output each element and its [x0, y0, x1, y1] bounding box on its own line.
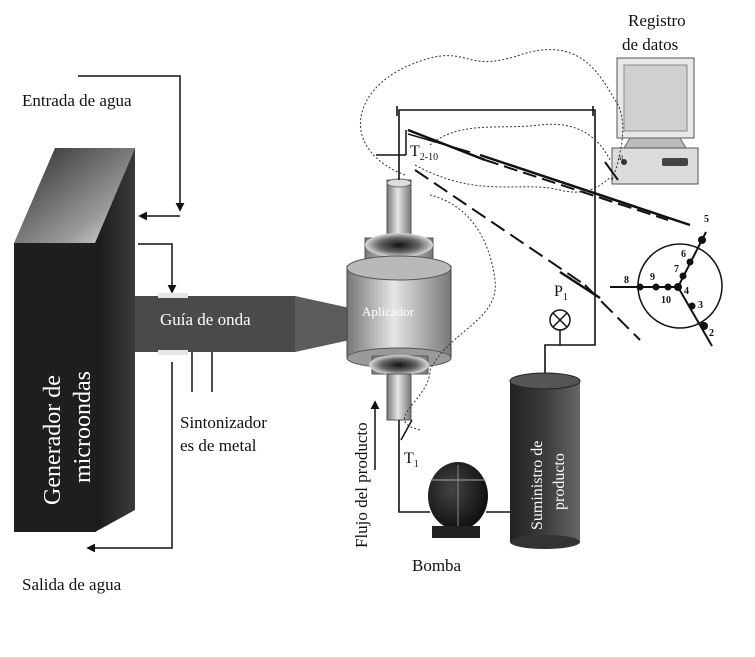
- sensor-t1-label: T1: [404, 450, 419, 470]
- dotted-cable: [360, 49, 624, 431]
- waveguide-label: Guía de onda: [160, 310, 251, 329]
- waveguide: [135, 293, 350, 355]
- pump-base: [432, 526, 480, 538]
- point-7: 7: [674, 264, 679, 275]
- metal-tuners: [191, 352, 213, 392]
- point-2: 2: [709, 328, 714, 339]
- point-8: 8: [624, 275, 629, 286]
- generator-front-face: [14, 243, 96, 532]
- logger-small-label: al: [618, 154, 623, 162]
- applicator: [346, 178, 452, 421]
- generator-label-line2: microondas: [70, 371, 96, 483]
- pressure-gauge-p1: [549, 309, 571, 345]
- supply-label: Suministro de producto: [529, 441, 568, 530]
- applicator-disc-top: [365, 233, 433, 257]
- point-5: 5: [704, 214, 709, 225]
- point-10: 10: [661, 295, 671, 306]
- applicator-disc-bottom: [369, 355, 429, 375]
- sensor-wires: [407, 128, 691, 341]
- water-inlet-line: [78, 75, 185, 294]
- product-flow-label: Flujo del producto: [352, 422, 371, 548]
- point-4: 4: [684, 286, 689, 297]
- water-outlet-line: [86, 362, 173, 553]
- supply-label-line2: producto: [551, 453, 568, 510]
- point-9: 9: [650, 272, 655, 283]
- applicator-label: Aplicador: [362, 304, 415, 319]
- sensor-t-main-label: T2-10: [410, 143, 438, 163]
- pump-label: Bomba: [412, 556, 462, 575]
- generator-label: Generador de microondas: [40, 371, 96, 505]
- sensor-t1-probe: [400, 419, 413, 441]
- data-logger-computer: [611, 57, 699, 185]
- applicator-body: [346, 265, 452, 359]
- waveguide-port-bottom: [158, 350, 188, 355]
- applicator-tube-bottom: [386, 373, 412, 421]
- generator-label-line1: Generador de: [40, 375, 66, 505]
- point-3: 3: [698, 300, 703, 311]
- logger-label-line2: de datos: [622, 35, 678, 54]
- sensor-p1-label: P1: [554, 283, 568, 303]
- pump: [428, 462, 488, 538]
- waveguide-port-top: [158, 293, 188, 298]
- tuners-label-line1: Sintonizador: [180, 413, 267, 432]
- point-6: 6: [681, 249, 686, 260]
- water-inlet-label: Entrada de agua: [22, 91, 132, 110]
- supply-label-line1: Suministro de: [529, 441, 546, 530]
- logger-label-line1: Registro: [628, 11, 686, 30]
- generator-side-face: [95, 148, 135, 532]
- microwave-generator: [14, 148, 135, 532]
- water-outlet-label: Salida de agua: [22, 575, 122, 594]
- cross-section: 2 3 4 5 6 7 8 9 10: [610, 214, 723, 347]
- applicator-tube-top: [386, 179, 412, 241]
- product-supply-tank: [509, 372, 581, 549]
- generator-top-face: [14, 148, 135, 243]
- sensor-t2-10-probe: [376, 130, 407, 156]
- tuners-label-line2: es de metal: [180, 436, 257, 455]
